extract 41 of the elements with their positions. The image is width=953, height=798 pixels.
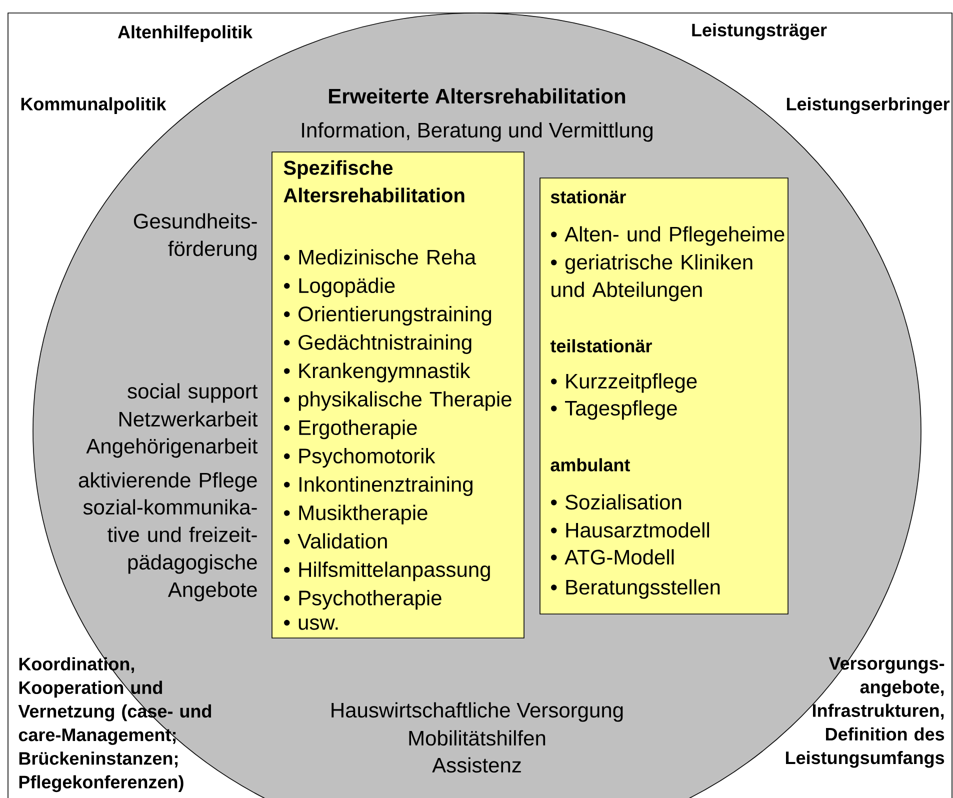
corner-label: Kommunalpolitik [21, 97, 166, 114]
side-text: Netzwerkarbeit [119, 411, 258, 427]
list-item: • Medizinische Reha [284, 249, 476, 265]
list-item: • Hausarztmodell [551, 522, 710, 538]
list-item: • Musiktherapie [284, 504, 428, 524]
side-text: social support [128, 383, 258, 403]
bottom-text: Hauswirtschaftliche Versorgung [332, 702, 623, 722]
list-item: • Gedächtnistraining [284, 334, 472, 354]
corner-label: Leistungserbringer [786, 97, 950, 114]
list-item: • Krankengymnastik [284, 362, 470, 382]
list-item: • Ergotherapie [284, 420, 417, 440]
bottom-text: Assistenz [432, 757, 521, 773]
group-heading: stationär [550, 190, 626, 204]
corner-label: Leistungsträger [692, 23, 827, 40]
bottom-text: Mobilitätshilfen [409, 730, 546, 746]
side-text: sozial-kommunika- tive und freizeit- pädagogische Angebote [83, 499, 257, 602]
list-item: • Kurzzeitpflege [551, 373, 697, 393]
list-item: • physikalische Therapie [284, 391, 512, 411]
side-text: Angehörigenarbeit [86, 438, 258, 458]
list-item: • Validation [284, 533, 387, 549]
corner-label: Altenhilfepolitik [118, 25, 253, 42]
list-item: • Inkontinenztraining [284, 476, 472, 496]
list-item: • ATG-Modell [551, 549, 674, 565]
list-item: • Logopädie [284, 278, 395, 298]
list-item: • Tagespflege [551, 400, 677, 420]
list-item: • usw. [284, 618, 338, 630]
list-item: • Sozialisation [551, 494, 682, 510]
title: Erweiterte Altersrehabilitation [329, 88, 626, 104]
group-heading: ambulant [550, 458, 630, 472]
list-item: • Beratungsstellen [551, 579, 720, 599]
list-item: • geriatrische Kliniken und Abteilungen [551, 254, 752, 302]
box-heading: Spezifische Altersrehabilitation [284, 160, 464, 202]
side-text: aktivierende Pflege [78, 472, 257, 492]
list-item: • Hilfsmittelanpassung [284, 562, 490, 582]
subtitle: Information, Beratung und Vermittlung [302, 122, 652, 142]
group-heading: teilstationär [550, 339, 652, 352]
list-item: • Psychomotorik [284, 448, 436, 468]
list-item: • Orientierungstraining [284, 306, 492, 326]
list-item: • Alten- und Pflegeheime [551, 226, 784, 246]
list-item: • Psychotherapie [284, 590, 442, 610]
side-text: Gesundheits- förderung [134, 213, 257, 260]
